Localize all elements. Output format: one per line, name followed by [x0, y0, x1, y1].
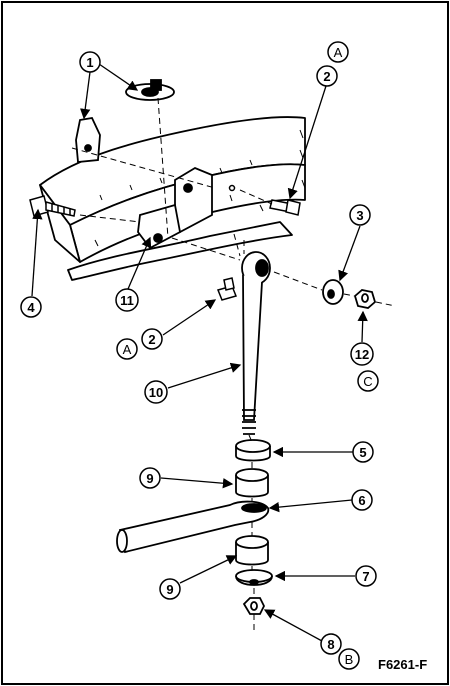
svg-text:10: 10	[149, 385, 163, 400]
svg-text:9: 9	[146, 471, 153, 486]
callout-6: 6	[351, 489, 373, 511]
leader-lines	[31, 63, 368, 642]
callout-8: 8	[320, 633, 342, 655]
callout-10: 10	[144, 380, 168, 404]
svg-text:5: 5	[359, 445, 366, 460]
svg-text:6: 6	[358, 493, 365, 508]
callout-2-top: 2	[316, 65, 338, 87]
svg-text:2: 2	[323, 69, 330, 84]
callout-3: 3	[349, 204, 371, 226]
stabilizer-link	[241, 251, 271, 435]
callout-1: 1	[79, 51, 101, 73]
nut-12	[353, 289, 377, 309]
reference-letters: A A C B	[116, 41, 379, 670]
top-bracket-clip	[125, 79, 175, 101]
callout-7: 7	[355, 565, 377, 587]
ref-c: C	[357, 370, 379, 392]
callout-4: 4	[20, 296, 42, 318]
upper-bracket	[75, 117, 101, 163]
callout-12: 12	[350, 342, 374, 366]
svg-text:C: C	[363, 374, 372, 389]
washer-5	[235, 439, 271, 462]
washer-3	[322, 279, 344, 305]
svg-text:12: 12	[355, 347, 369, 362]
bushing-9-lower	[235, 535, 269, 566]
callouts: 1 2 3 4 11 2 12 10 5 9 6 7 9 8	[20, 51, 377, 655]
svg-text:8: 8	[327, 637, 334, 652]
svg-text:9: 9	[166, 582, 173, 597]
ref-b: B	[338, 648, 360, 670]
svg-text:7: 7	[362, 569, 369, 584]
stabilizer-bar	[116, 500, 270, 554]
bushing-9-upper	[235, 468, 269, 498]
washer-small	[228, 184, 236, 192]
washer-7	[235, 569, 273, 586]
callout-9-upper: 9	[139, 467, 161, 489]
svg-text:4: 4	[27, 300, 35, 315]
figure-id: F6261-F	[378, 657, 427, 672]
ref-a-top: A	[327, 41, 349, 63]
bolt-lower	[216, 277, 238, 301]
svg-text:1: 1	[86, 55, 93, 70]
svg-text:B: B	[345, 652, 354, 667]
svg-text:A: A	[123, 342, 132, 357]
nut-8	[242, 597, 266, 615]
svg-text:3: 3	[356, 208, 363, 223]
svg-text:2: 2	[148, 332, 155, 347]
ref-a-left: A	[116, 338, 138, 360]
frame-mount-bracket	[137, 166, 213, 250]
assembly-centerlines	[71, 97, 396, 630]
rail-shading	[94, 129, 306, 247]
callout-2-left: 2	[141, 328, 163, 350]
svg-text:11: 11	[120, 293, 134, 308]
callout-5: 5	[352, 441, 374, 463]
bolt-right	[269, 199, 301, 216]
callout-11: 11	[115, 288, 139, 312]
svg-text:A: A	[334, 45, 343, 60]
callout-9-lower: 9	[159, 578, 181, 600]
